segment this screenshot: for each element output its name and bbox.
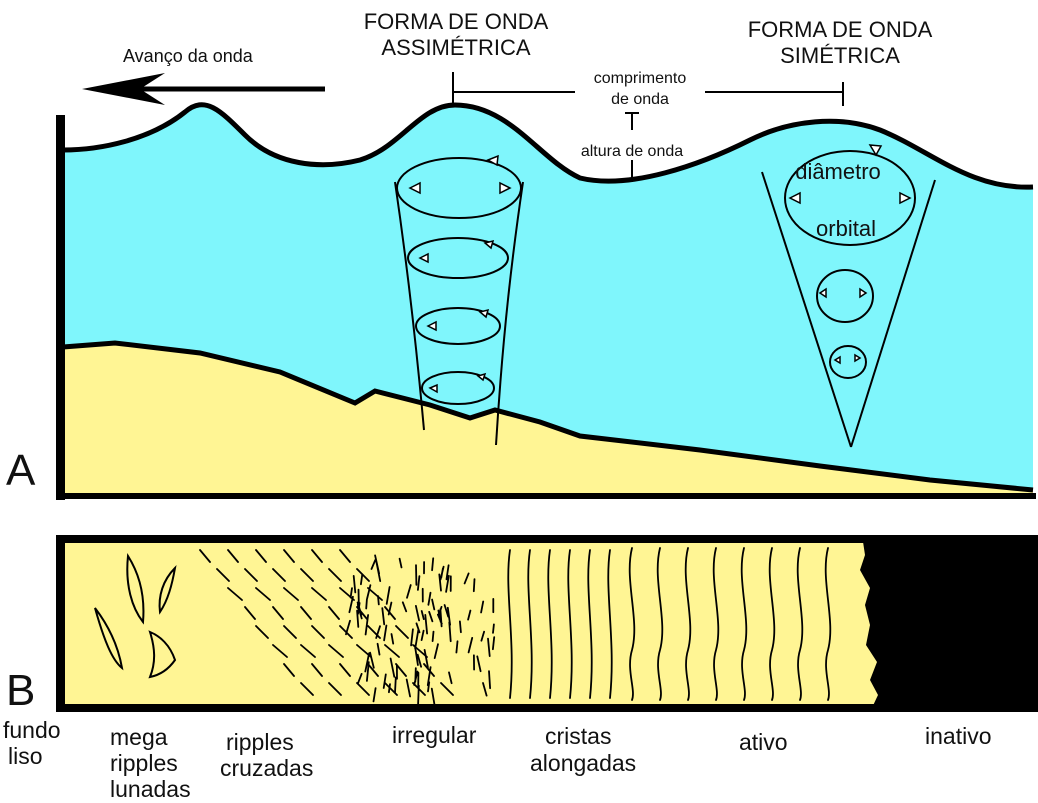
zone-label-inactive: inativo (925, 723, 991, 749)
zone-label-irregular: irregular (392, 722, 477, 748)
symmetric-title-line-1: FORMA DE ONDA (748, 17, 933, 42)
inactive-zone (860, 535, 1038, 712)
zone-label-elongated-crests: cristas alongadas (530, 723, 636, 776)
asymmetric-title-line-1: FORMA DE ONDA (364, 9, 549, 34)
panel-b (56, 535, 1038, 712)
panel-b-bottom-bar (56, 704, 1038, 712)
zone-label-lunate-megaripples: mega ripples lunadas (110, 724, 191, 802)
zone-labels: fundo liso mega ripples lunadas ripples … (3, 717, 991, 802)
panel-a-left-bar (56, 115, 65, 500)
orbital-diameter-label-line-2: orbital (816, 216, 876, 241)
zone-label-active: ativo (739, 729, 788, 755)
wavelength-label-line-2: de onda (611, 91, 669, 108)
asymmetric-title-line-2: ASSIMÉTRICA (381, 35, 530, 60)
wave-advance-arrow (82, 73, 325, 105)
panel-a-base-bar (56, 493, 1036, 499)
zone-label-smooth-bottom: fundo liso (3, 717, 67, 769)
panel-b-top-bar (56, 535, 1038, 543)
orbital-diameter-label-line-1: diâmetro (795, 159, 881, 184)
zone-label-crossed-ripples: ripples cruzadas (220, 729, 313, 781)
panel-a (56, 105, 1036, 500)
wave-height-label: altura de onda (581, 143, 683, 160)
panel-b-label: B (6, 666, 35, 715)
symmetric-title-line-2: SIMÉTRICA (780, 43, 900, 68)
panel-a-label: A (6, 446, 36, 495)
wave-advance-label: Avanço da onda (123, 46, 254, 66)
wavelength-label-line-1: comprimento (594, 70, 687, 87)
panel-b-left-bar (56, 535, 65, 712)
